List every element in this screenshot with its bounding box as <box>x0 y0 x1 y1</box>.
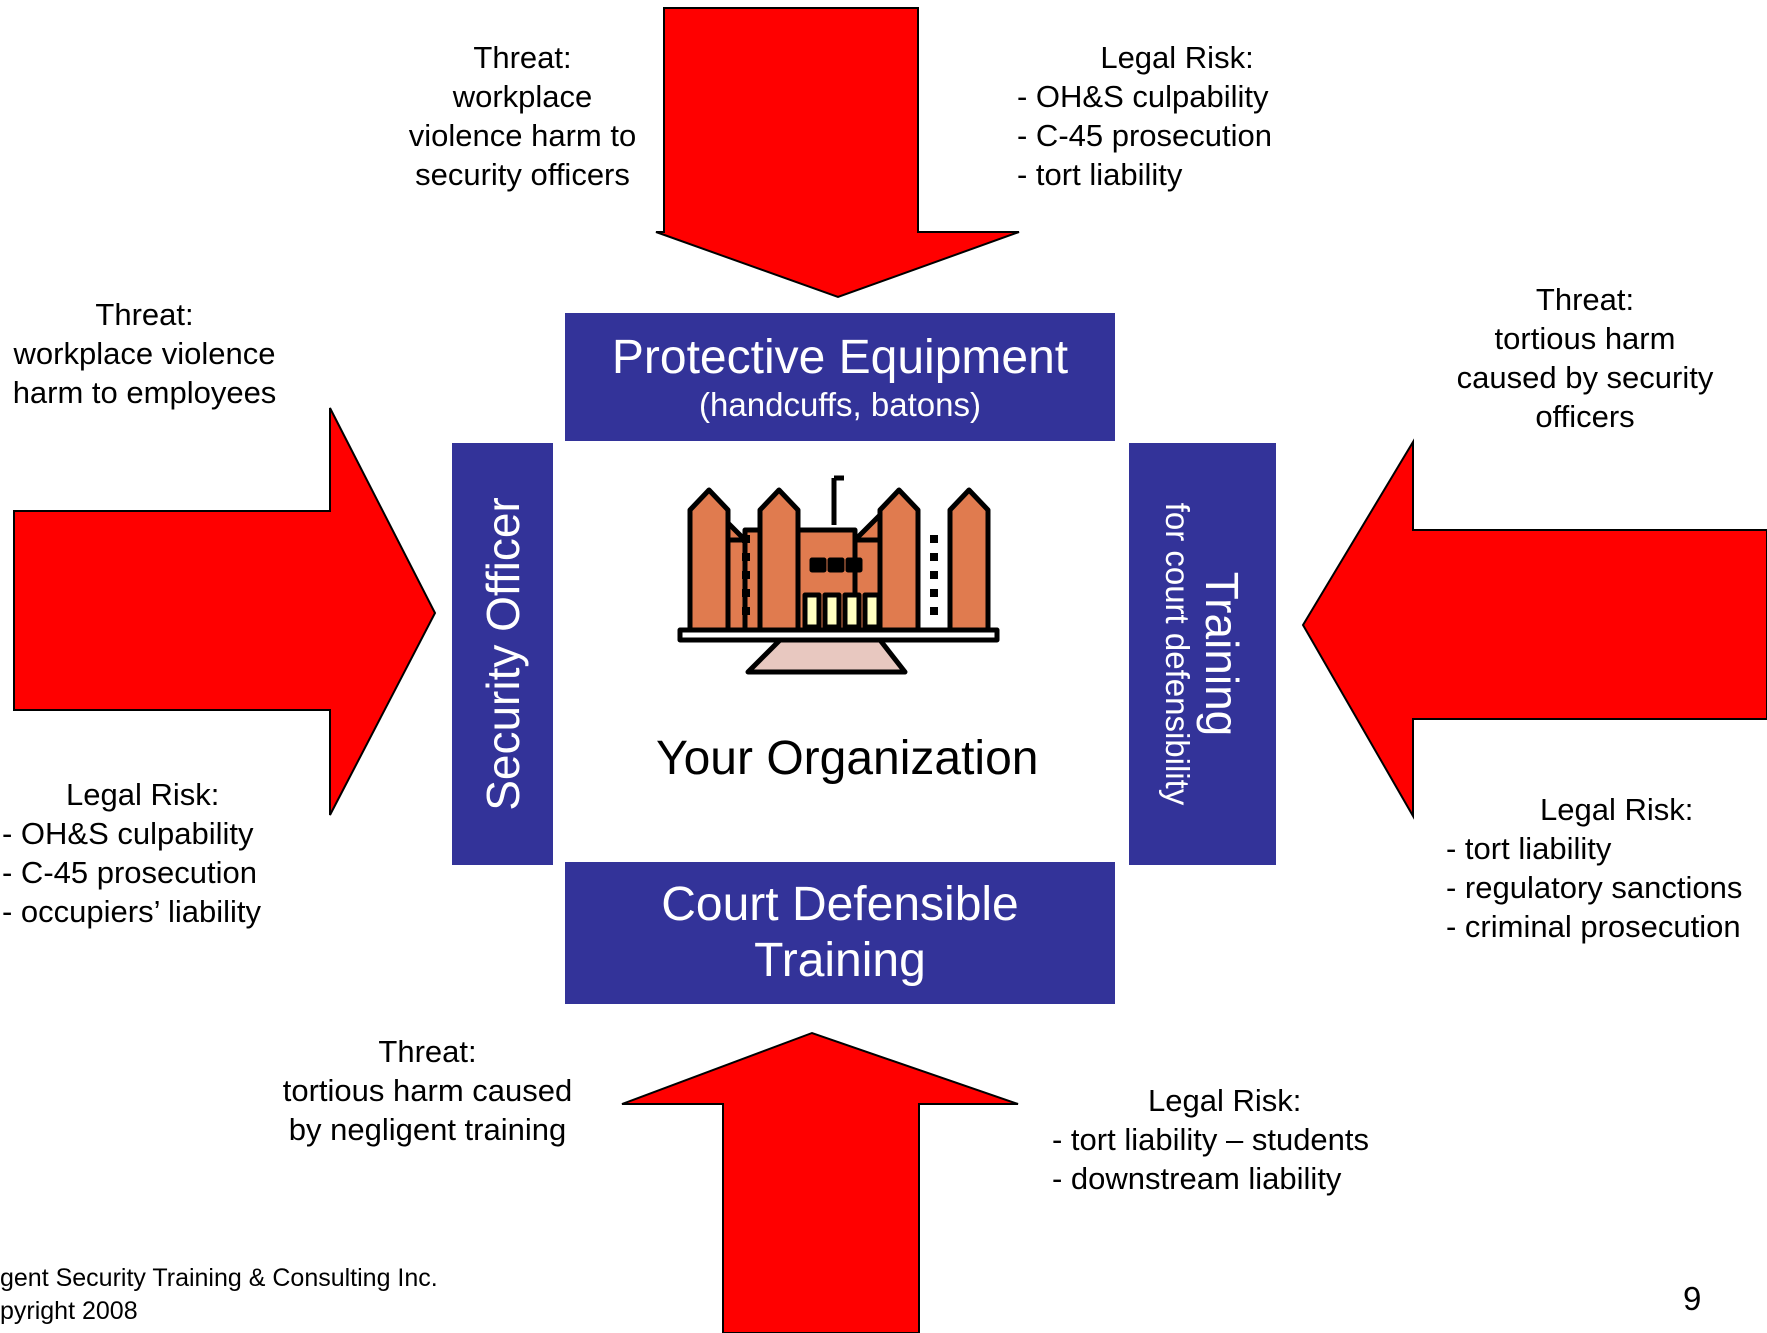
left-legal-risk: Legal Risk: - OH&S culpability - C-45 pr… <box>2 775 261 931</box>
court-defensible-title-line-1: Court Defensible <box>661 878 1019 931</box>
your-organization-label: Your Organization <box>656 732 1039 785</box>
right-threat-line-3: officers <box>1535 399 1635 434</box>
training-subtitle: for court defensibility <box>1158 502 1196 806</box>
training-box: Training for court defensibility <box>1129 443 1276 865</box>
left-threat-title: Threat: <box>95 297 194 332</box>
top-threat-line-2: violence harm to <box>408 118 637 153</box>
training-title: Training <box>1195 571 1248 737</box>
top-threat-title: Threat: <box>473 40 572 75</box>
security-officer-label-wrap: Security Officer <box>452 444 553 864</box>
top-legal-risk: Legal Risk: - OH&S culpability - C-45 pr… <box>1017 38 1272 194</box>
right-risk-line-3: - criminal prosecution <box>1446 909 1741 944</box>
copyright-footer: gent Security Training & Consulting Inc.… <box>0 1262 438 1328</box>
bottom-legal-risk: Legal Risk: - tort liability – students … <box>1052 1081 1369 1198</box>
training-label-wrap: Training for court defensibility <box>1148 444 1258 864</box>
bottom-threat: Threat: tortious harm caused by negligen… <box>270 1032 585 1149</box>
security-officer-box: Security Officer <box>452 443 553 865</box>
right-threat: Threat: tortious harm caused by security… <box>1440 280 1730 436</box>
page-number: 9 <box>1683 1280 1702 1317</box>
top-risk-title: Legal Risk: <box>1100 40 1254 75</box>
top-risk-line-3: - tort liability <box>1017 157 1183 192</box>
footer-line-1: gent Security Training & Consulting Inc. <box>0 1264 438 1292</box>
court-defensible-title-line-2: Training <box>754 934 926 987</box>
bottom-threat-title: Threat: <box>378 1034 477 1069</box>
bottom-risk-line-2: - downstream liability <box>1052 1161 1342 1196</box>
court-defensible-training-box: Court Defensible Training <box>565 862 1115 1004</box>
building-icon <box>677 475 1000 675</box>
left-risk-line-2: - C-45 prosecution <box>2 855 258 890</box>
top-risk-line-2: - C-45 prosecution <box>1017 118 1273 153</box>
right-risk-line-2: - regulatory sanctions <box>1446 870 1743 905</box>
footer-line-2: pyright 2008 <box>0 1297 138 1325</box>
right-threat-line-2: caused by security <box>1456 360 1714 395</box>
left-arrow <box>13 407 437 816</box>
top-threat-line-1: workplace <box>452 79 593 114</box>
bottom-risk-line-1: - tort liability – students <box>1052 1122 1370 1157</box>
right-arrow <box>1301 438 1767 820</box>
right-risk-title: Legal Risk: <box>1540 792 1694 827</box>
right-risk-line-1: - tort liability <box>1446 831 1612 866</box>
left-threat-line-2: harm to employees <box>12 375 277 410</box>
left-risk-line-1: - OH&S culpability <box>2 816 254 851</box>
right-legal-risk: Legal Risk: - tort liability - regulator… <box>1446 790 1742 946</box>
protective-equipment-subtitle: (handcuffs, batons) <box>699 386 981 423</box>
left-risk-title: Legal Risk: <box>66 777 220 812</box>
top-threat-line-3: security officers <box>415 157 630 192</box>
top-risk-line-1: - OH&S culpability <box>1017 79 1269 114</box>
bottom-risk-title: Legal Risk: <box>1148 1083 1302 1118</box>
protective-equipment-box: Protective Equipment (handcuffs, batons) <box>565 313 1115 441</box>
right-threat-line-1: tortious harm <box>1494 321 1676 356</box>
left-threat-line-1: workplace violence <box>13 336 276 371</box>
left-risk-line-3: - occupiers’ liability <box>2 894 261 929</box>
top-threat: Threat: workplace violence harm to secur… <box>390 38 655 194</box>
left-threat: Threat: workplace violence harm to emplo… <box>2 295 287 412</box>
top-arrow <box>655 7 1020 299</box>
bottom-threat-line-1: tortious harm caused <box>282 1073 573 1108</box>
bottom-threat-line-2: by negligent training <box>288 1112 567 1147</box>
security-officer-title: Security Officer <box>476 497 529 811</box>
right-threat-title: Threat: <box>1535 282 1635 317</box>
bottom-arrow <box>621 1031 1019 1333</box>
protective-equipment-title: Protective Equipment <box>611 331 1069 384</box>
